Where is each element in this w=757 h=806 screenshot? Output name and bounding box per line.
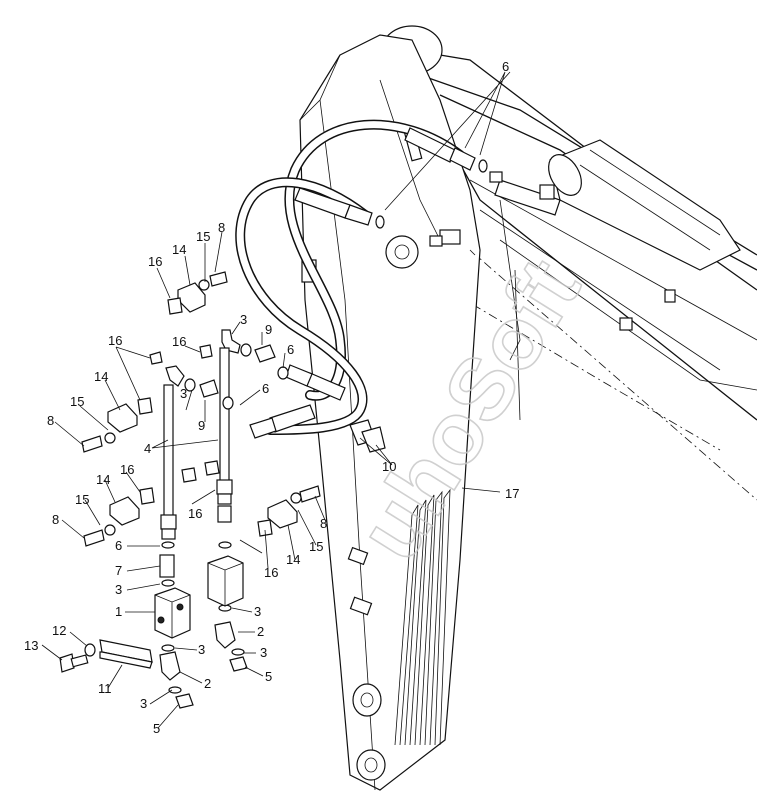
- callout-16-lower: 16: [120, 462, 134, 477]
- callout-9-mid: 9: [198, 418, 205, 433]
- callout-9-upper: 9: [265, 322, 272, 337]
- hydraulic-cylinder: [494, 139, 741, 271]
- callout-8-right: 8: [320, 516, 327, 531]
- callout-3-right-a: 3: [254, 604, 261, 619]
- callout-2-bottom: 2: [204, 676, 211, 691]
- callout-16-top: 16: [148, 254, 162, 269]
- callout-5-right: 5: [265, 669, 272, 684]
- callout-17: 17: [505, 486, 519, 501]
- callout-5-bottom: 5: [153, 721, 160, 736]
- callout-15-right: 15: [309, 539, 323, 554]
- hoses: [235, 119, 503, 439]
- callout-7: 7: [115, 563, 122, 578]
- callout-15-left: 15: [70, 394, 84, 409]
- callout-1: 1: [115, 604, 122, 619]
- callout-14-lower: 14: [96, 472, 110, 487]
- callout-11: 11: [98, 681, 112, 696]
- callout-3-lowest: 3: [140, 696, 147, 711]
- callout-15-top: 15: [196, 229, 210, 244]
- callout-14-top: 14: [172, 242, 186, 257]
- boom-structure: [377, 25, 757, 501]
- callout-6-top: 6: [502, 59, 509, 74]
- callout-8-top: 8: [218, 220, 225, 235]
- leader-lines: [41, 71, 511, 729]
- arm-body: [299, 34, 481, 791]
- callout-3-left: 3: [115, 582, 122, 597]
- callout-2-right: 2: [257, 624, 264, 639]
- callout-labels: 6 10 17 8 15 14 16 3 9 6 16 16 14 6 3 9 …: [24, 59, 519, 736]
- callout-3-right-b: 3: [260, 645, 267, 660]
- callout-16-right: 16: [264, 565, 278, 580]
- callout-10: 10: [382, 459, 396, 474]
- callout-15-lower: 15: [75, 492, 89, 507]
- callout-12: 12: [52, 623, 66, 638]
- callout-6-lower: 6: [115, 538, 122, 553]
- callout-8-lower: 8: [52, 512, 59, 527]
- callout-3-bottom: 3: [198, 642, 205, 657]
- callout-16-mid: 16: [172, 334, 186, 349]
- callout-6-mid: 6: [262, 381, 269, 396]
- callout-3-mid: 3: [180, 386, 187, 401]
- callout-6-upper: 6: [287, 342, 294, 357]
- callout-13: 13: [24, 638, 38, 653]
- callout-14-right: 14: [286, 552, 300, 567]
- callout-8-left: 8: [47, 413, 54, 428]
- callout-3-upper: 3: [240, 312, 247, 327]
- callout-4: 4: [144, 441, 151, 456]
- left-assembly: [59, 271, 321, 709]
- callout-16-center: 16: [188, 506, 202, 521]
- callout-16-left: 16: [108, 333, 122, 348]
- callout-14-left: 14: [94, 369, 108, 384]
